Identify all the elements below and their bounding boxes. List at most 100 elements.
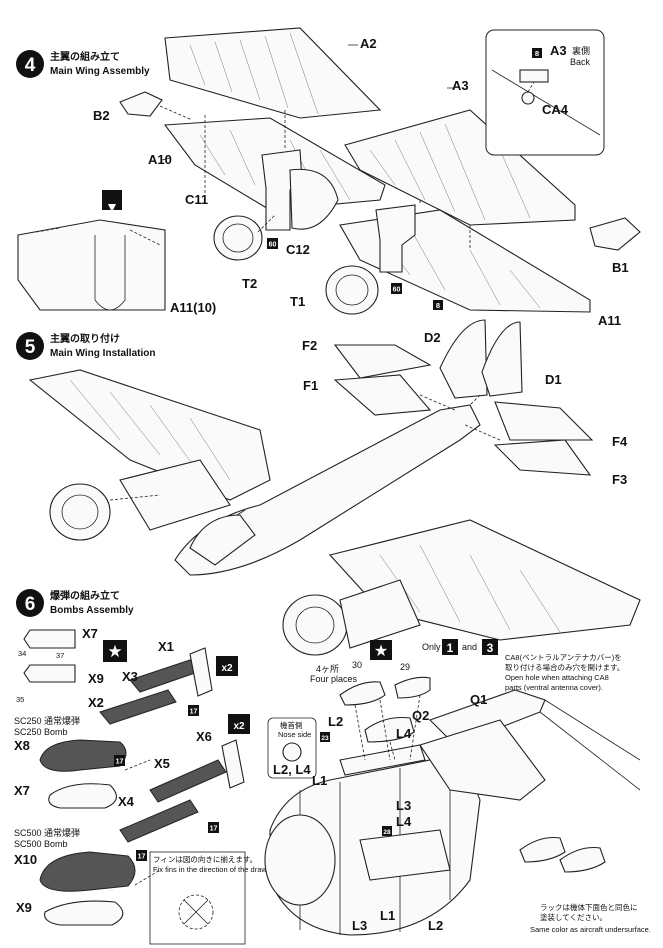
label-n17d: 17	[138, 854, 146, 861]
tag-x9	[23, 664, 76, 683]
bomb-half-x7	[48, 783, 117, 809]
label-x1: X1	[158, 639, 174, 654]
label-sc500-jp: SC500 通常爆弾	[14, 827, 80, 838]
part-ca4	[521, 91, 535, 105]
part-b2	[119, 91, 163, 117]
label-n30: 30	[352, 660, 362, 670]
ca8-note-jp-1: CA8(ベントラルアンテナカバー)を	[505, 653, 622, 662]
label-l1b: L1	[380, 908, 395, 923]
label-a11: A11	[598, 313, 621, 328]
rack-upper	[339, 744, 426, 776]
step-5-number: 5	[25, 337, 36, 358]
step-4-title-jp: 主翼の組み立て	[50, 50, 120, 63]
stabilizer-f1	[333, 374, 432, 416]
label-l2l4: L2, L4	[273, 762, 311, 777]
panel-q2	[419, 719, 546, 801]
drill-icon-step4	[102, 190, 122, 210]
part-b1	[589, 217, 641, 251]
step-4-title-en: Main Wing Assembly	[50, 66, 150, 77]
multiplier-x2-b: x2	[233, 721, 245, 732]
ca8-note-en-1: Open hole when attaching CA8	[505, 673, 609, 682]
engine-t1	[325, 265, 379, 315]
nacelle-underside	[264, 814, 336, 906]
step-5-title-en: Main Wing Installation	[50, 348, 155, 359]
label-ca4: CA4	[542, 102, 569, 117]
rack-lower	[359, 829, 451, 881]
rack-note-en-1: Same color as aircraft undersurface.	[530, 925, 651, 934]
label-l2b: L2	[428, 918, 443, 933]
small-bomb-5	[559, 846, 606, 873]
label-t1: T1	[290, 294, 305, 309]
label-f1: F1	[303, 378, 318, 393]
label-nose-en: Nose side	[278, 730, 311, 739]
small-bomb-1	[339, 681, 386, 706]
fin-note-jp: フィンは図の向きに揃えます。	[153, 854, 257, 864]
part-c-bracket-right	[375, 204, 416, 273]
small-bomb-4	[519, 836, 566, 863]
label-f3: F3	[612, 472, 627, 487]
fin-x4	[119, 799, 199, 843]
option-1-number: 1	[447, 641, 454, 655]
bomb-half-x9	[44, 900, 124, 926]
label-x9b: X9	[16, 900, 32, 915]
label-x5: X5	[154, 756, 170, 771]
wing-panel-a2	[164, 27, 382, 119]
canopy-nose	[189, 514, 256, 566]
label-n28: 28	[383, 829, 391, 836]
tag-x7	[23, 629, 76, 649]
step-4-badge	[16, 50, 44, 78]
wing-section-a11-10	[17, 219, 166, 311]
label-c11: C11	[185, 192, 208, 207]
label-n60b: 60	[393, 287, 401, 294]
step-6-right-labels: Only and CA8(ベントラルアンテナカバー)を 取り付ける場合のみ穴を開…	[273, 642, 651, 934]
engine-left	[49, 483, 111, 541]
stabilizer-f3	[493, 439, 592, 476]
option-badge-1	[442, 639, 458, 655]
label-back-jp: 裏側	[572, 45, 590, 56]
fin-x5	[149, 759, 227, 803]
label-f2: F2	[302, 338, 317, 353]
small-bomb-3	[394, 676, 431, 699]
label-four-en: Four places	[310, 674, 358, 684]
label-nose-jp: 機首側	[280, 720, 303, 730]
fin-orientation-diagram	[178, 894, 214, 930]
label-x7b: X7	[14, 783, 30, 798]
part-c12	[289, 168, 339, 230]
bomb-rack-drawing: ★ 1 3	[264, 639, 641, 936]
rack-note-jp-2: 塗装してください。	[540, 912, 607, 922]
label-l4b: L4	[396, 814, 412, 829]
label-n60a: 60	[269, 242, 277, 249]
label-back-en: Back	[570, 57, 591, 67]
step-5-labels: F2 F1 D2 D1 F4 F3	[302, 330, 628, 487]
fin-x1	[189, 647, 213, 697]
step-6-badge	[16, 589, 44, 617]
left-wing	[28, 369, 271, 501]
fin-x3	[129, 659, 199, 693]
step-5-badge	[16, 332, 44, 360]
label-b2: B2	[93, 108, 110, 123]
label-l3a: L3	[396, 798, 411, 813]
label-a3: A3	[452, 78, 469, 93]
label-a3-back: A3	[550, 43, 567, 58]
option-badge-3	[482, 639, 498, 655]
svg-text:★: ★	[107, 642, 122, 661]
option-3-number: 3	[487, 641, 494, 655]
step-5-drawing	[28, 319, 641, 656]
label-n17a: 17	[190, 709, 198, 716]
label-x6: X6	[196, 729, 212, 744]
label-x8: X8	[14, 738, 30, 753]
ca8-note-jp-2: 取り付ける場合のみ穴を開けます。	[505, 662, 624, 672]
step-5-header: 5 主翼の取り付け Main Wing Installation	[16, 332, 155, 360]
label-sc500-en: SC500 Bomb	[14, 839, 68, 849]
label-q1: Q1	[470, 692, 487, 707]
label-a11-10: A11(10)	[170, 300, 216, 315]
step-6-header: 6 爆弾の組み立て Bombs Assembly	[16, 589, 134, 617]
stabilizer-f4	[494, 401, 594, 441]
label-x10: X10	[14, 852, 37, 867]
detail-inset-a3-back	[485, 29, 605, 156]
label-only: Only	[422, 642, 441, 652]
label-n17b: 17	[116, 759, 124, 766]
label-n34: 34	[18, 649, 26, 658]
label-n37: 37	[56, 651, 64, 660]
